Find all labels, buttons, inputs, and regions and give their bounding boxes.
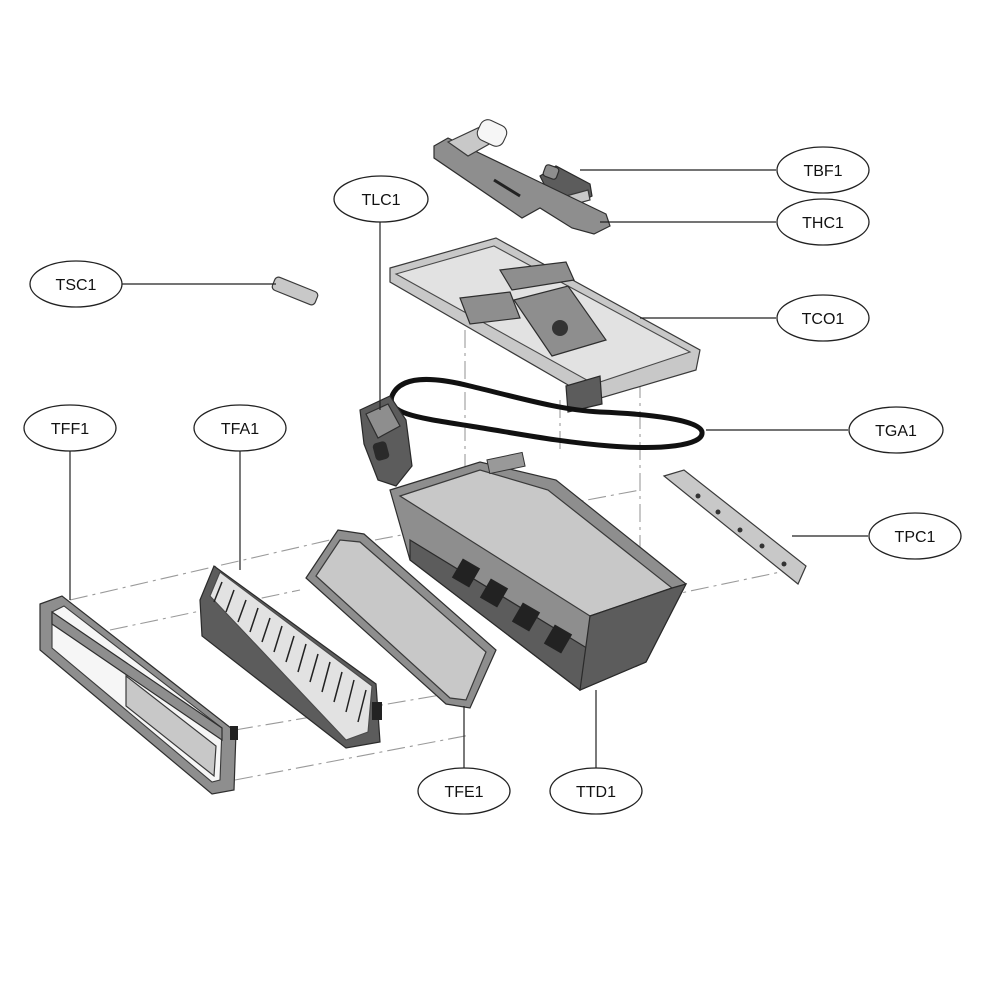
callout-tga1: TGA1 [848,406,944,454]
callout-label-tlc1: TLC1 [361,192,400,209]
callout-label-tfa1: TFA1 [221,421,259,438]
callout-label-tpc1: TPC1 [895,529,936,546]
callout-tfa1: TFA1 [193,404,287,452]
callout-label-tco1: TCO1 [802,311,845,328]
callout-label-tff1: TFF1 [51,421,89,438]
part-tfe1-filter-pad [305,529,497,709]
callout-label-tsc1: TSC1 [56,277,97,294]
callout-tbf1: TBF1 [776,146,870,194]
part-tco1-cover [389,237,701,413]
callout-thc1: THC1 [776,198,870,246]
part-tsc1-pad [271,276,319,306]
callout-label-thc1: THC1 [802,215,844,232]
callout-tfe1: TFE1 [417,767,511,815]
part-tfa1-pleated-filter [199,565,382,749]
callout-tco1: TCO1 [776,294,870,342]
callout-label-tfe1: TFE1 [444,784,483,801]
part-tff1-front-frame [39,595,238,795]
callout-ttd1: TTD1 [549,767,643,815]
callout-tpc1: TPC1 [868,512,962,560]
callout-tff1: TFF1 [23,404,117,452]
callout-tsc1: TSC1 [29,260,123,308]
callout-label-ttd1: TTD1 [576,784,616,801]
part-ttd1-tray [389,451,688,692]
leader-lines [69,169,868,768]
callout-label-tga1: TGA1 [875,423,917,440]
part-thc1-handle [433,119,611,235]
part-tga1-gasket [388,376,705,450]
part-tlc1-clip [359,395,413,487]
part-tpc1-strip [662,469,807,585]
callout-tlc1: TLC1 [333,175,429,223]
callout-label-tbf1: TBF1 [803,163,842,180]
